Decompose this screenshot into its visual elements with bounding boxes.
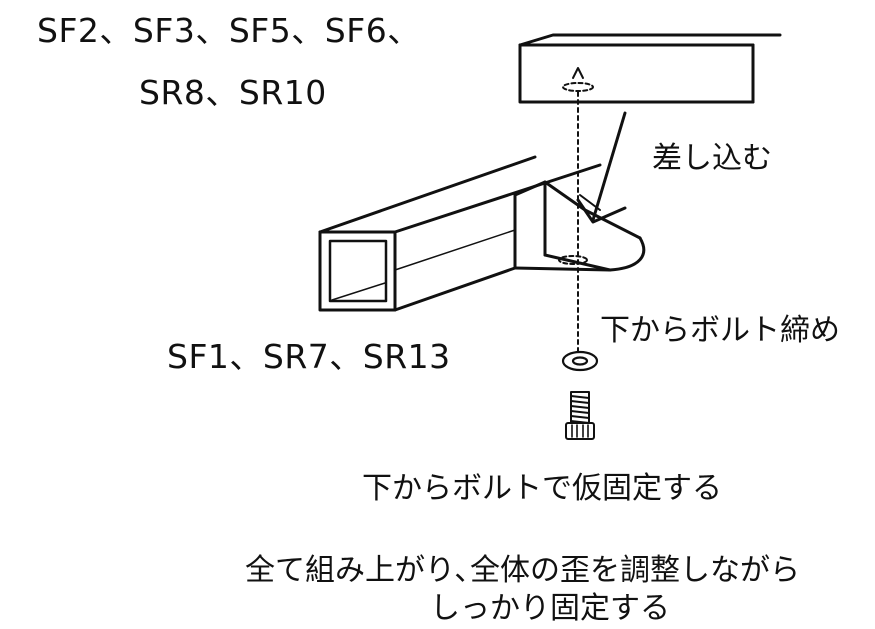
square-tube	[318, 155, 602, 312]
bracket	[513, 180, 646, 272]
temp-fix-label: 下からボルトで仮固定する	[362, 471, 722, 506]
parts-label-bottom: SF1、SR7、SR13	[167, 337, 451, 376]
washer-icon	[561, 350, 599, 372]
parts-label-top-2: SR8、SR10	[139, 73, 327, 112]
insert-label: 差し込む	[652, 141, 772, 176]
upper-rail-hole	[562, 67, 594, 92]
upper-rail	[518, 33, 782, 104]
insert-arrow-icon	[576, 111, 627, 224]
parts-label-top-1: SF2、SF3、SF5、SF6、	[37, 11, 421, 50]
final-instruction-line2: しっかり固定する	[430, 591, 670, 626]
bolt-tighten-label: 下からボルト締め	[600, 313, 840, 348]
bolt-icon	[565, 391, 595, 440]
final-instruction-line1: 全て組み上がり､全体の歪を調整しながら	[245, 553, 800, 588]
